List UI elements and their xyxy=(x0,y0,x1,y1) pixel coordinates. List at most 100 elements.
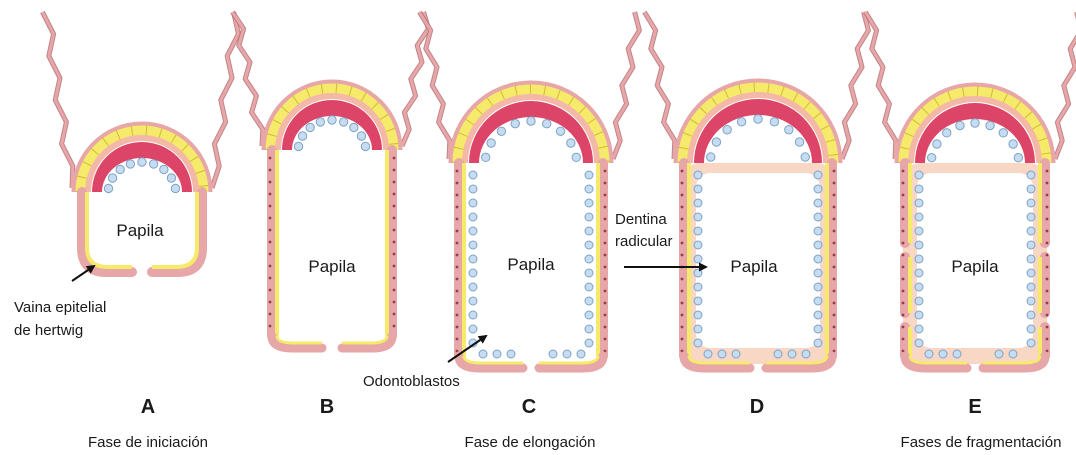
sheath-nucleus xyxy=(456,182,459,185)
sheath-nucleus xyxy=(269,265,272,268)
stage-letter-e: E xyxy=(968,396,981,418)
odontoblast-cell xyxy=(543,119,551,127)
root-odontoblast xyxy=(469,297,477,305)
follicle-strand xyxy=(42,12,72,188)
sheath-curl-inner xyxy=(342,336,387,343)
panel-e: Papila E xyxy=(865,12,1076,418)
root-odontoblast xyxy=(1027,241,1035,249)
root-odontoblast xyxy=(814,227,822,235)
root-odontoblast xyxy=(585,241,593,249)
vaina-label-line1: Vaina epitelial xyxy=(14,299,106,316)
sheath-nucleus xyxy=(269,313,272,316)
sheath-nucleus xyxy=(269,169,272,172)
sheath-nucleus xyxy=(393,157,396,160)
odontoblast-cell xyxy=(481,153,489,161)
odontoblast-cell xyxy=(487,139,495,147)
odontoblast-cell xyxy=(350,123,358,131)
papila-label-b: Papila xyxy=(308,257,356,276)
root-odontoblast xyxy=(939,350,947,358)
odontoblast-cell xyxy=(497,127,505,135)
sheath-nucleus xyxy=(604,194,607,197)
odontoblast-cell xyxy=(357,132,365,140)
sheath-nucleus xyxy=(833,194,836,197)
root-odontoblast xyxy=(479,350,487,358)
root-odontoblast xyxy=(788,350,796,358)
odontoblast-cell xyxy=(511,119,519,127)
root-odontoblast xyxy=(814,185,822,193)
sheath-nucleus xyxy=(393,181,396,184)
odontoblast-cell xyxy=(795,138,803,146)
sheath-nucleus xyxy=(833,206,836,209)
root-odontoblast xyxy=(469,171,477,179)
sheath-nucleus xyxy=(604,338,607,341)
sheath-nucleus xyxy=(902,218,905,221)
odontoblast-cell xyxy=(138,158,146,166)
root-odontoblast xyxy=(469,325,477,333)
odontoblastos-arrow xyxy=(448,336,486,362)
sheath-nucleus xyxy=(604,266,607,269)
sheath-nucleus xyxy=(456,338,459,341)
tooth-germ-drawing-b xyxy=(232,12,428,348)
root-odontoblast xyxy=(694,255,702,263)
odontoblast-cell xyxy=(108,174,116,182)
sheath-nucleus xyxy=(604,326,607,329)
panel-c: Papila C xyxy=(419,12,639,418)
root-odontoblast xyxy=(694,185,702,193)
root-odontoblast xyxy=(1027,283,1035,291)
root-odontoblast xyxy=(814,297,822,305)
sheath-nucleus xyxy=(604,278,607,281)
root-odontoblast xyxy=(585,255,593,263)
root-odontoblast xyxy=(694,339,702,347)
root-odontoblast xyxy=(1027,297,1035,305)
panel-d: Papila D xyxy=(644,12,868,418)
sheath-nucleus xyxy=(456,218,459,221)
sheath-nucleus xyxy=(1046,302,1049,305)
root-odontoblast xyxy=(1027,311,1035,319)
root-odontoblast xyxy=(1027,227,1035,235)
sheath-nucleus xyxy=(456,326,459,329)
sheath-nucleus xyxy=(902,194,905,197)
sheath-nucleus xyxy=(902,206,905,209)
root-odontoblast xyxy=(1027,213,1035,221)
sheath-nucleus xyxy=(902,314,905,317)
root-odontoblast xyxy=(704,350,712,358)
sheath-nucleus xyxy=(1046,314,1049,317)
sheath-nucleus xyxy=(902,242,905,245)
papila-label-c: Papila xyxy=(507,255,555,274)
sheath-nucleus xyxy=(902,338,905,341)
sheath-nucleus xyxy=(269,289,272,292)
root-odontoblast xyxy=(732,350,740,358)
dentina-label-line2: radicular xyxy=(615,233,673,250)
sheath-nucleus xyxy=(269,217,272,220)
sheath-nucleus xyxy=(393,301,396,304)
sheath-nucleus xyxy=(604,254,607,257)
sheath-nucleus xyxy=(269,325,272,328)
sheath-nucleus xyxy=(681,314,684,317)
sheath-nucleus xyxy=(1046,170,1049,173)
stage-letter-c: C xyxy=(522,396,536,418)
sheath-nucleus xyxy=(681,302,684,305)
root-odontoblast xyxy=(1027,255,1035,263)
odontoblast-cell xyxy=(527,117,535,125)
sheath-nucleus xyxy=(604,218,607,221)
root-odontoblast xyxy=(915,171,923,179)
root-odontoblast xyxy=(814,241,822,249)
root-odontoblast xyxy=(915,213,923,221)
sheath-nucleus xyxy=(833,230,836,233)
odontoblast-cell xyxy=(567,139,575,147)
papila-label-a: Papila xyxy=(116,221,164,240)
odontoblast-cell xyxy=(361,142,369,150)
sheath-nucleus xyxy=(604,230,607,233)
root-odontoblast xyxy=(585,199,593,207)
sheath-nucleus xyxy=(681,326,684,329)
callout-vaina-epitelial: Vaina epitelial de hertwig xyxy=(14,266,106,339)
phase-fragmentacion-label: Fases de fragmentación xyxy=(901,434,1062,451)
root-odontoblast xyxy=(915,325,923,333)
sheath-nucleus xyxy=(833,266,836,269)
root-odontoblast xyxy=(1009,350,1017,358)
panel-b: Papila B xyxy=(232,12,428,418)
root-odontoblast xyxy=(549,350,557,358)
tooth-germ-drawing-d xyxy=(644,12,868,368)
follicle-strand xyxy=(212,12,238,188)
